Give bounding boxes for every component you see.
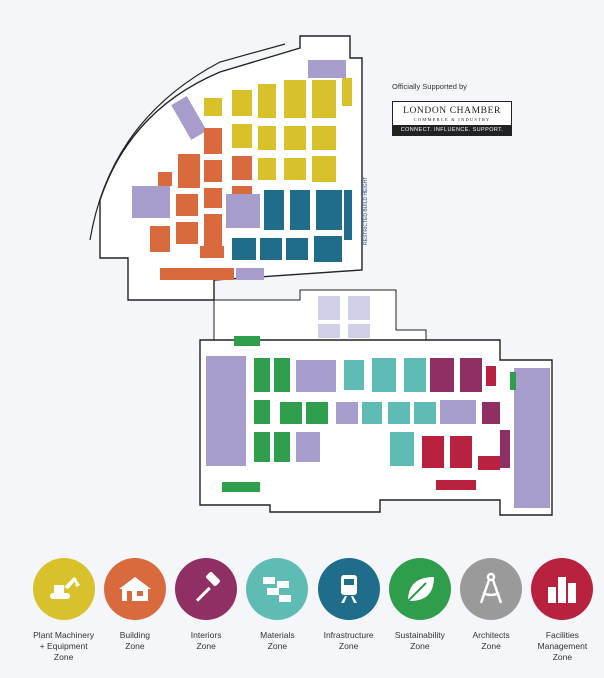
- floor-plan-map: RESTRICTED BUILD HEIGHT: [89, 35, 553, 516]
- zone-sustainability: Sustainability Zone: [384, 558, 455, 663]
- infrastructure-zone-stands: [232, 190, 342, 262]
- bricks-icon: [263, 577, 292, 602]
- zone-circle: [388, 558, 451, 620]
- zone-label: Plant Machinery + Equipment Zone: [33, 630, 95, 662]
- zone-interiors: Interiors Zone: [171, 558, 242, 663]
- zone-materials: Materials Zone: [242, 558, 313, 663]
- restricted-build-height-label: RESTRICTED BUILD HEIGHT: [363, 177, 369, 245]
- zone-circle: [317, 558, 380, 620]
- interiors-zone-stands: [430, 358, 500, 424]
- zone-circle: [246, 558, 309, 620]
- logo-name: LONDON CHAMBER: [403, 106, 501, 116]
- zone-facilities: Facilities Management Zone: [527, 558, 598, 663]
- building-zone-stands: [150, 128, 252, 280]
- london-chamber-logo: LONDON CHAMBER COMMERCE & INDUSTRY CONNE…: [392, 101, 512, 136]
- zone-infrastructure: Infrastructure Zone: [313, 558, 384, 663]
- support-block: Officially Supported by LONDON CHAMBER C…: [392, 82, 512, 136]
- leaf-icon: [407, 577, 434, 602]
- zone-label: Interiors Zone: [190, 630, 222, 651]
- support-title: Officially Supported by: [392, 82, 467, 91]
- zone-label: Infrastructure Zone: [323, 630, 374, 651]
- zone-architects: Architects Zone: [456, 558, 527, 663]
- zone-label: Building Zone: [119, 630, 150, 651]
- house-icon: [118, 577, 151, 601]
- compass-icon: [479, 572, 503, 604]
- zone-circle: [32, 558, 95, 620]
- zone-label: Sustainability Zone: [394, 630, 445, 651]
- zone-plant-machinery: Plant Machinery + Equipment Zone: [28, 558, 99, 663]
- logo-tagline: CONNECT. INFLUENCE. SUPPORT.: [393, 125, 511, 135]
- plant-zone-stands: [204, 78, 352, 182]
- zone-label: Architects Zone: [472, 630, 510, 651]
- facilities-zone-stands: [422, 366, 500, 490]
- logo-subtitle: COMMERCE & INDUSTRY: [413, 117, 491, 122]
- zone-circle: [531, 558, 594, 620]
- zone-label: Materials Zone: [260, 630, 295, 651]
- zone-legend: Plant Machinery + Equipment Zone Buildin…: [28, 558, 598, 663]
- architects-zone-stands: [318, 296, 370, 338]
- paint-roller-icon: [196, 572, 221, 602]
- excavator-icon: [49, 577, 80, 599]
- train-icon: [340, 575, 357, 603]
- sustainability-zone-stands: [222, 336, 328, 492]
- zone-label: Facilities Management Zone: [537, 630, 588, 662]
- zone-circle: [460, 558, 523, 620]
- materials-zone-stands: [344, 358, 436, 466]
- zone-circle: [175, 558, 238, 620]
- buildings-icon: [548, 577, 577, 603]
- zone-circle: [103, 558, 166, 620]
- zone-building: Building Zone: [99, 558, 170, 663]
